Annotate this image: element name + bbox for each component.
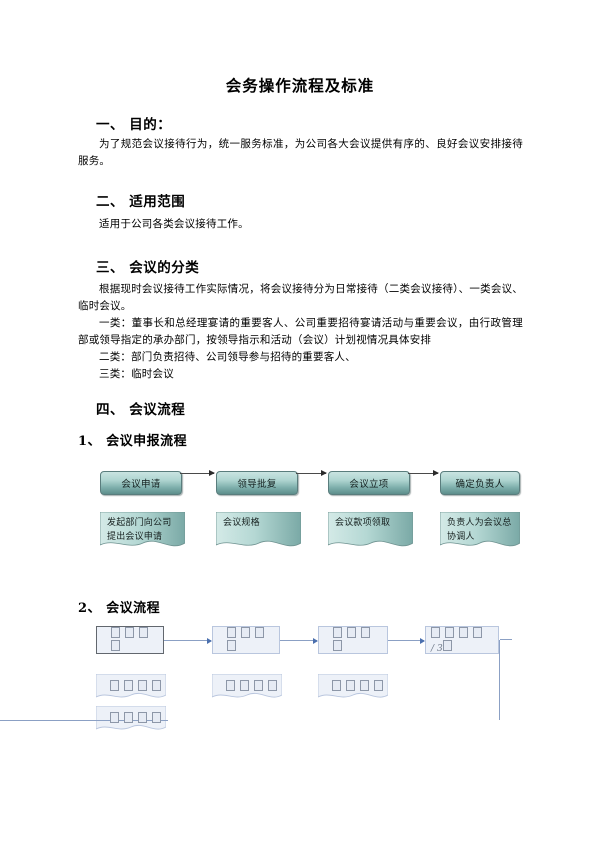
paragraph-purpose: 为了规范会议接待行为，统一服务标准，为公司各大会议提供有序的、良好会议安排接待服… bbox=[78, 138, 523, 167]
flow2-feedback-top-stub bbox=[500, 639, 512, 640]
flow2-feedback-vertical bbox=[499, 640, 500, 720]
heading-meeting-flow: 2、 会议流程 bbox=[78, 601, 161, 616]
flow1-detail-4-text: 负责人为会议总协调人 bbox=[447, 518, 512, 542]
flow2-row2-box-2-text bbox=[226, 680, 282, 693]
heading-application-flow: 1、 会议申报流程 bbox=[78, 434, 188, 449]
flow2-row2-box-1-text bbox=[110, 680, 166, 693]
flow2-row1-box-4-text: /3 bbox=[426, 626, 498, 654]
paragraph-classification: 根据现时会议接待工作实际情况，将会议接待分为日常接待（二类会议接待）、一类会议、… bbox=[78, 283, 523, 312]
heading-purpose: 一、 目的： bbox=[96, 117, 172, 133]
document-shape-icon bbox=[216, 512, 301, 547]
flow2-row1-box-3[interactable] bbox=[318, 626, 388, 654]
flow1-detail-3-text: 会议款项领取 bbox=[335, 518, 391, 528]
flow1-arrow-1 bbox=[180, 470, 215, 476]
flow1-arrow-2 bbox=[296, 470, 327, 476]
flow2-row1-box-1[interactable] bbox=[96, 626, 164, 654]
flowchart-meeting-process: /3 bbox=[0, 618, 520, 736]
document-shape-icon bbox=[100, 512, 185, 547]
flow1-arrow-3 bbox=[408, 470, 439, 476]
heading-meeting-process: 四、 会议流程 bbox=[96, 402, 186, 418]
flow1-step-2[interactable]: 领导批复 bbox=[216, 471, 298, 495]
flow2-arrow-2 bbox=[280, 637, 318, 644]
flow2-row3-box-1[interactable] bbox=[96, 706, 166, 734]
flow1-step-4[interactable]: 确定负责人 bbox=[440, 471, 520, 495]
flow2-arrow-3 bbox=[388, 637, 425, 644]
flow2-row1-box-2[interactable] bbox=[212, 626, 280, 654]
document-shape-icon bbox=[328, 512, 413, 547]
flow2-row2-box-3-text bbox=[332, 680, 388, 693]
flow1-step-1[interactable]: 会议申请 bbox=[100, 471, 182, 495]
flow1-detail-2-text: 会议规格 bbox=[223, 518, 260, 528]
flow2-arrow-1 bbox=[164, 637, 212, 644]
heading-scope: 二、 适用范围 bbox=[96, 194, 186, 210]
classification-item-1: 一类：董事长和总经理宴请的重要客人、公司重要招待宴请活动与重要会议，由行政管理部… bbox=[78, 317, 523, 346]
flow2-row3-box-1-text bbox=[110, 712, 166, 725]
flow1-detail-4[interactable]: 负责人为会议总协调人 bbox=[440, 512, 520, 552]
flow2-row1-box-1-text bbox=[97, 627, 163, 653]
document-shape-icon bbox=[440, 512, 520, 547]
flowchart-application-process: 会议申请 领导批复 会议立项 确定负责人 发起部门向公司提出会议申请 bbox=[88, 462, 520, 577]
flow1-detail-2[interactable]: 会议规格 bbox=[216, 512, 301, 552]
flow1-detail-1-text: 发起部门向公司提出会议申请 bbox=[107, 518, 172, 542]
heading-classification: 三、 会议的分类 bbox=[96, 260, 200, 276]
flow2-row2-box-1[interactable] bbox=[96, 674, 166, 702]
flow2-row1-box-2-text bbox=[213, 627, 279, 653]
flow1-detail-3[interactable]: 会议款项领取 bbox=[328, 512, 413, 552]
flow2-row1-box-4[interactable]: /3 bbox=[425, 626, 499, 654]
flow2-row1-box-3-text bbox=[319, 627, 387, 653]
flow1-step-3[interactable]: 会议立项 bbox=[328, 471, 410, 495]
flow1-detail-1[interactable]: 发起部门向公司提出会议申请 bbox=[100, 512, 185, 552]
classification-item-2: 二类：部门负责招待、公司领导参与招待的重要客人、 bbox=[99, 351, 356, 363]
page-title: 会务操作流程及标准 bbox=[225, 76, 375, 95]
paragraph-scope: 适用于公司各类会议接待工作。 bbox=[99, 218, 249, 230]
flow2-row2-box-2[interactable] bbox=[212, 674, 282, 702]
flow2-row2-box-3[interactable] bbox=[318, 674, 388, 702]
classification-item-3: 三类：临时会议 bbox=[99, 368, 174, 380]
